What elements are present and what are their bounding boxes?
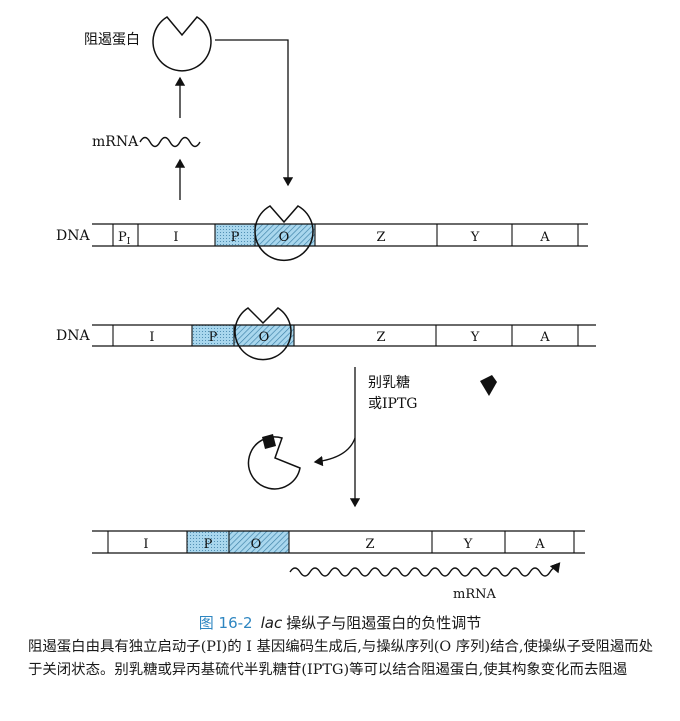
gene-i: I: [143, 537, 148, 552]
dna-label-2: DNA: [56, 328, 90, 344]
gene-z: Z: [376, 330, 385, 345]
gene-o: O: [251, 537, 262, 552]
mrna-top-label: mRNA: [92, 134, 139, 150]
figure-title: 操纵子与阻遏蛋白的负性调节: [286, 614, 482, 632]
gene-i: I: [149, 330, 154, 345]
gene-z: Z: [365, 537, 374, 552]
mrna-bottom-label: mRNA: [453, 587, 496, 602]
repressor-bound-operator-icon: [234, 307, 292, 361]
gene-a: A: [539, 230, 550, 245]
gene-p: P: [209, 330, 218, 345]
figure-caption-body: 阻遏蛋白由具有独立启动子(PI)的 I 基因编码生成后,与操纵序列(O 序列)结…: [28, 639, 654, 678]
bound-inducer-icon: [262, 434, 276, 449]
dna-strand-2: [92, 324, 596, 347]
gene-pi: PI: [118, 230, 131, 247]
gene-a: A: [534, 537, 545, 552]
gene-y: Y: [463, 537, 473, 552]
wavy-mrna-icon: [289, 562, 561, 577]
inducer-label-1: 别乳糖: [368, 375, 410, 391]
repressor-label: 阻遏蛋白: [84, 32, 140, 48]
gene-y: Y: [470, 330, 480, 345]
gene-a: A: [539, 330, 550, 345]
gene-i: I: [173, 230, 178, 245]
gene-p: P: [231, 230, 240, 245]
gene-o: O: [279, 230, 290, 245]
wavy-mrna-icon: [139, 136, 201, 148]
figure-lac: lac: [260, 614, 283, 632]
binding-arrow: [215, 39, 294, 187]
figure-number: 图 16-2: [198, 614, 253, 632]
dna-label-1: DNA: [56, 228, 90, 244]
repressor-protein-icon: [152, 16, 212, 72]
gene-y: Y: [470, 230, 480, 245]
inactive-repressor-icon: [247, 434, 301, 490]
gene-o: O: [259, 330, 270, 345]
gene-z: Z: [376, 230, 385, 245]
inducer-binding-arrow: [313, 437, 356, 467]
lac-operon-diagram: 阻遏蛋白 mRNA DNA PI I P O Z Y A DNA: [56, 16, 596, 602]
inducer-molecule-icon: [480, 375, 497, 396]
repressor-bound-operator-icon: [254, 205, 314, 262]
inducer-label-2: 或IPTG: [368, 396, 417, 412]
dna-strand-1: [92, 223, 588, 247]
gene-p: P: [204, 537, 213, 552]
dna-strand-3: [92, 530, 585, 554]
